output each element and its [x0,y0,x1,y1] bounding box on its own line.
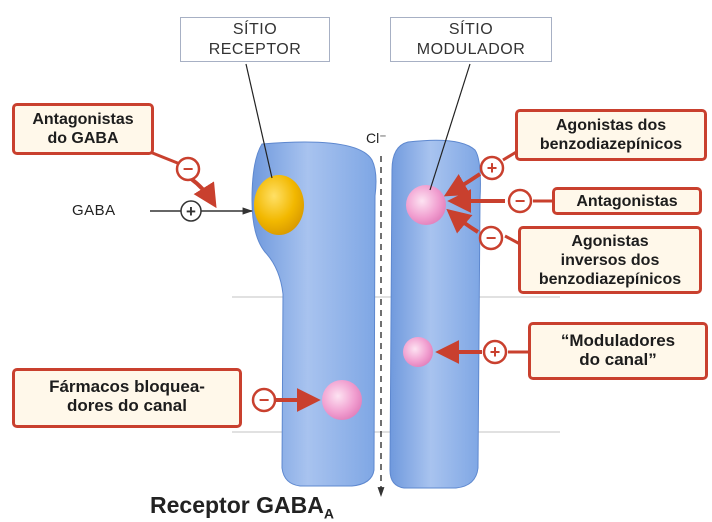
minus-text-inverse-agonist: − [486,228,497,248]
diagram-caption: Receptor GABAA [150,492,334,522]
channel-modulators-box: “Moduladores do canal” [528,322,708,380]
antagonists-box: Antagonistas [552,187,702,215]
modulator-site-pink [406,185,446,225]
inverse-agonists-box: Agonistas inversos dos benzodiazepínicos [518,226,702,294]
modulator-site-label: SÍTIO MODULADOR [390,17,552,62]
chloride-label: Cl⁻ [366,130,387,147]
caption-subscript: A [324,506,334,522]
receptor-site-yellow [254,175,304,235]
gaba-label: GABA [72,202,116,219]
plus-text-channel-modulator: + [490,342,501,362]
channel-modulator-site [403,337,433,367]
minus-text-antagonist: − [515,191,526,211]
channel-blocker-site [322,380,362,420]
channel-blockers-box: Fármacos bloquea- dores do canal [12,368,242,428]
gaba-antagonist-arrow [190,178,214,204]
receptor-site-label: SÍTIO RECEPTOR [180,17,330,62]
minus-text-channel-blocker: − [259,390,270,410]
caption-text: Receptor GABA [150,492,324,518]
plus-text-gaba: + [186,202,196,221]
minus-text-gaba-antagonist: − [183,159,194,179]
gaba-antagonists-box: Antagonistas do GABA [12,103,154,155]
benzo-agonists-box: Agonistas dos benzodiazepínicos [515,109,707,161]
plus-text-benzo-agonist: + [487,158,498,178]
